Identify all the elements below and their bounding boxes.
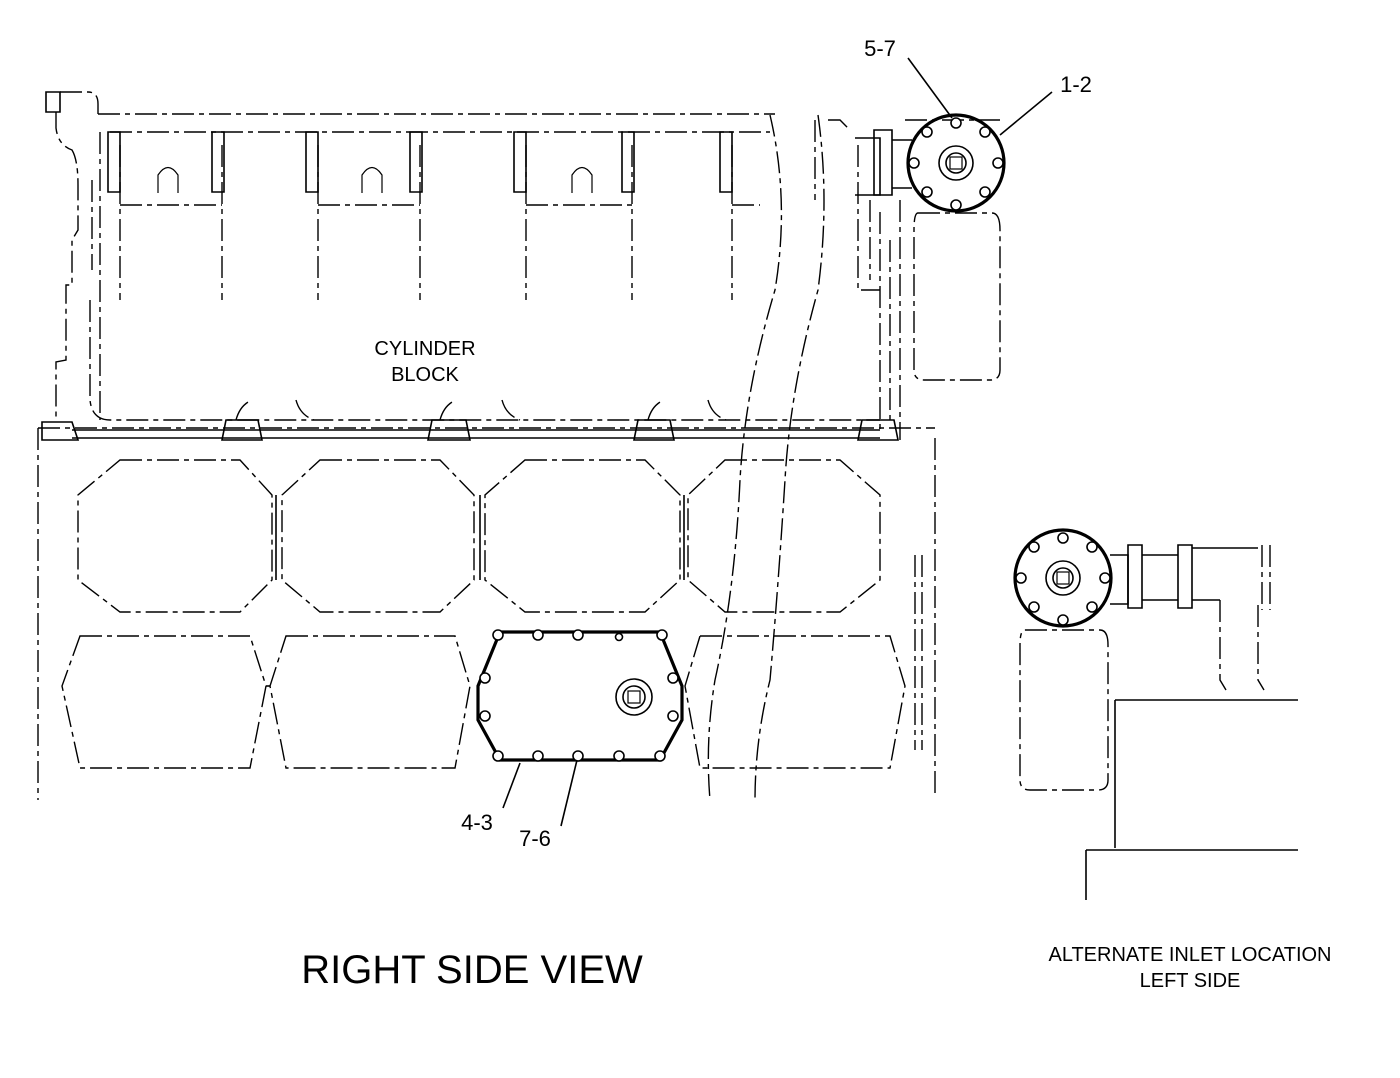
label-block: BLOCK <box>391 364 459 386</box>
cover-plug <box>615 678 653 716</box>
leader-lines <box>502 57 1053 827</box>
callout-7-6: 7-6 <box>519 826 551 851</box>
crankcase-openings-lower <box>61 635 906 769</box>
cylinder-head-units <box>107 119 901 440</box>
engine-block-outline <box>37 399 936 800</box>
flange-bolts-alternate <box>1015 532 1111 626</box>
label-cylinder: CYLINDER <box>374 338 475 360</box>
cylinder-head-outline <box>45 91 880 421</box>
crankcase-openings-upper <box>77 459 881 613</box>
alternate-inlet-assembly <box>1013 528 1298 900</box>
label-alternate-inlet: ALTERNATE INLET LOCATION <box>1048 944 1331 966</box>
flange-bolts-top <box>908 117 1004 211</box>
callout-4-3: 4-3 <box>461 810 493 835</box>
block-side-rail <box>914 555 923 750</box>
label-left-side: LEFT SIDE <box>1140 970 1241 992</box>
cover-bolts <box>479 629 679 762</box>
break-lines <box>707 114 825 801</box>
view-title-right-side: RIGHT SIDE VIEW <box>301 948 643 992</box>
callout-1-2: 1-2 <box>1060 72 1092 97</box>
inlet-flange-top <box>855 113 1006 381</box>
callout-5-7: 5-7 <box>864 36 896 61</box>
inspection-cover <box>476 629 684 762</box>
